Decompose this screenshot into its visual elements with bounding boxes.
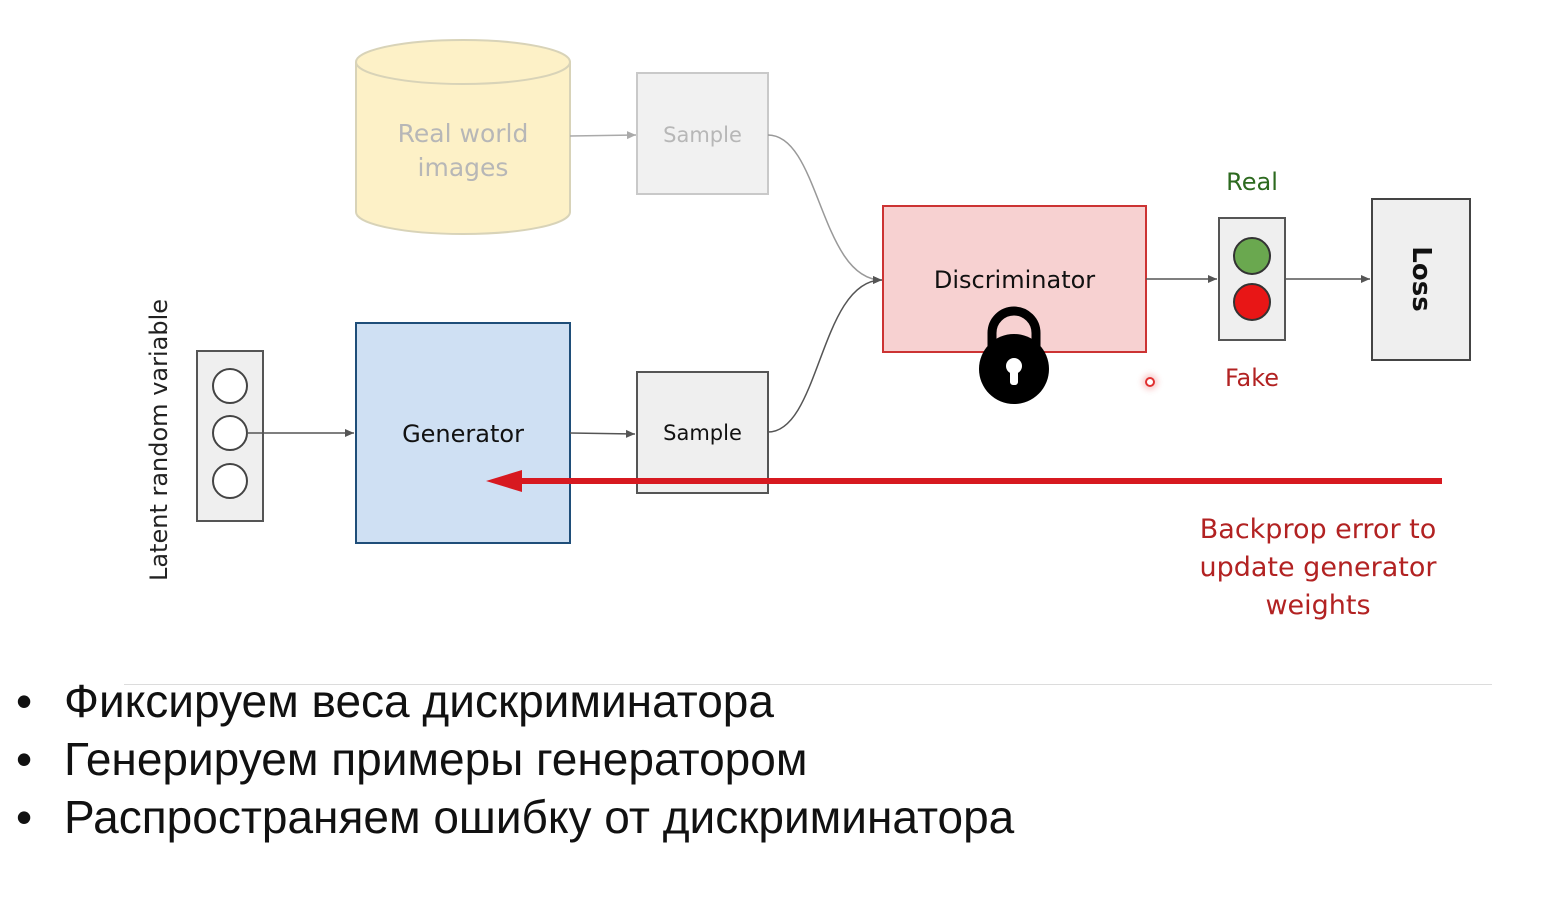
bullet-item: • Распространяем ошибку от дискриминатор… [16, 788, 1014, 846]
loss-box [1371, 198, 1471, 361]
real-world-images-line: images [417, 153, 509, 182]
real-light [1233, 237, 1271, 275]
bullet-glyph: • [16, 733, 33, 785]
generator-to-sample-arrow [569, 429, 636, 438]
bullet-glyph: • [16, 675, 33, 727]
latent-vector [196, 350, 264, 522]
gan-diagram: Real world images Sample Latent random v… [145, 39, 1471, 625]
sample-top-box [636, 72, 769, 195]
sample-top-label: Sample [663, 123, 742, 147]
bullet-text: Генерируем примеры генератором [64, 733, 808, 785]
discriminator-box [882, 205, 1147, 353]
fake-label: Fake [1224, 364, 1280, 392]
real-world-images-label: Real world images [363, 117, 563, 185]
bullet-text: Фиксируем веса дискриминатора [64, 675, 774, 727]
pointer-cursor [1145, 377, 1155, 387]
bullet-text: Распространяем ошибку от дискриминатора [64, 791, 1015, 843]
latent-node [212, 368, 248, 404]
generator-box [355, 322, 571, 544]
db-to-sample-arrow [569, 131, 637, 140]
bullet-item: • Генерируем примеры генератором [16, 730, 1014, 788]
sample-bottom-box [636, 371, 769, 494]
generator-label: Generator [402, 420, 524, 448]
latent-node [212, 463, 248, 499]
backprop-line: update generator [1199, 552, 1437, 583]
real-fake-output [1218, 217, 1286, 341]
bullet-glyph: • [16, 791, 33, 843]
fake-light [1233, 283, 1271, 321]
backprop-label: Backprop error to update generator weigh… [1168, 511, 1468, 625]
diagram-canvas [196, 39, 1471, 544]
backprop-line: Backprop error to [1199, 514, 1437, 545]
sample-bottom-to-discriminator-arrow [767, 276, 883, 433]
backprop-line: weights [1265, 590, 1371, 621]
real-world-images-line: Real world [397, 119, 529, 148]
backprop-arrow [486, 470, 1442, 492]
discriminator-label: Discriminator [933, 266, 1096, 294]
loss-label: Loss [1406, 246, 1436, 312]
real-label: Real [1226, 168, 1278, 196]
divider [124, 684, 1492, 685]
sample-top-to-discriminator-arrow [767, 134, 883, 284]
bullet-list: • Фиксируем веса дискриминатора • Генери… [16, 672, 1014, 846]
real-world-images-db [355, 39, 571, 235]
lock-icon [979, 306, 1049, 404]
latent-node [212, 415, 248, 451]
sample-bottom-label: Sample [663, 421, 742, 445]
latent-variable-label: Latent random variable [145, 298, 173, 582]
bullet-item: • Фиксируем веса дискриминатора [16, 672, 1014, 730]
